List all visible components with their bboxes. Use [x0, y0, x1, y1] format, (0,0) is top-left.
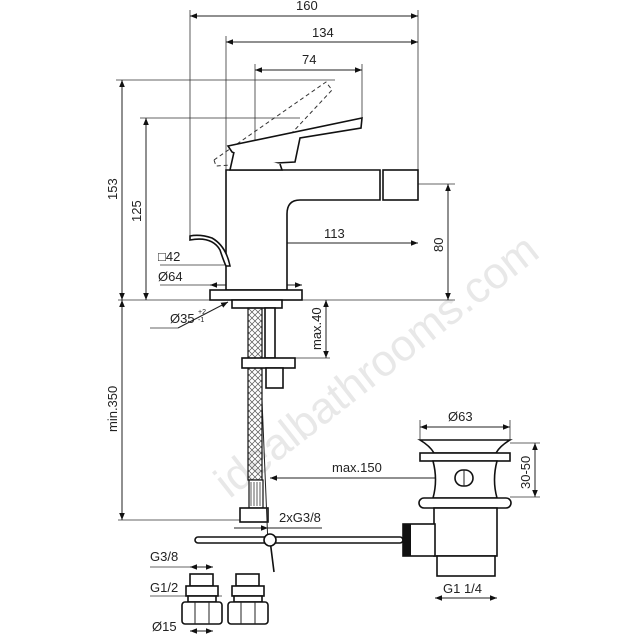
dim-max-rod: max.150	[332, 460, 382, 475]
dim-hose-thread: 2xG3/8	[279, 510, 321, 525]
dim-waste-deck: 30-50	[518, 456, 533, 489]
dim-hole-tol-lower: -1	[198, 317, 204, 324]
dim-handle-height: 125	[129, 200, 144, 222]
hoses-and-fixing	[239, 307, 296, 546]
dim-handle-reach: 74	[302, 52, 316, 67]
dimension-labels: 160 134 74 153 125 80 113 □42 Ø64 Ø35 +2…	[105, 0, 533, 634]
dim-adapter-mid: G1/2	[150, 580, 178, 595]
dim-body-square: □42	[158, 249, 180, 264]
dim-waste-thread: G1 1/4	[443, 581, 482, 596]
dim-hole-tol-upper: +2	[198, 309, 206, 316]
dim-adapter-top: G3/8	[150, 549, 178, 564]
dim-min-hose: min.350	[105, 386, 120, 432]
dim-max-deck: max.40	[309, 307, 324, 350]
pop-up-waste	[402, 439, 513, 577]
dim-overall-width: 160	[296, 0, 318, 13]
pop-up-rod	[194, 533, 404, 573]
dim-overall-height: 153	[105, 178, 120, 200]
dim-spout-reach: 113	[324, 226, 345, 241]
dim-adapter-pipe: Ø15	[152, 619, 177, 634]
compression-adapters	[181, 573, 269, 625]
dim-waste-diameter: Ø63	[448, 409, 473, 424]
faucet-body	[189, 81, 419, 309]
dim-hole-diameter: Ø35	[170, 311, 195, 326]
dim-base-diameter: Ø64	[158, 269, 183, 284]
extension-lines	[116, 10, 455, 521]
dim-body-to-nozzle: 134	[312, 25, 334, 40]
dim-nozzle-height: 80	[431, 238, 446, 252]
